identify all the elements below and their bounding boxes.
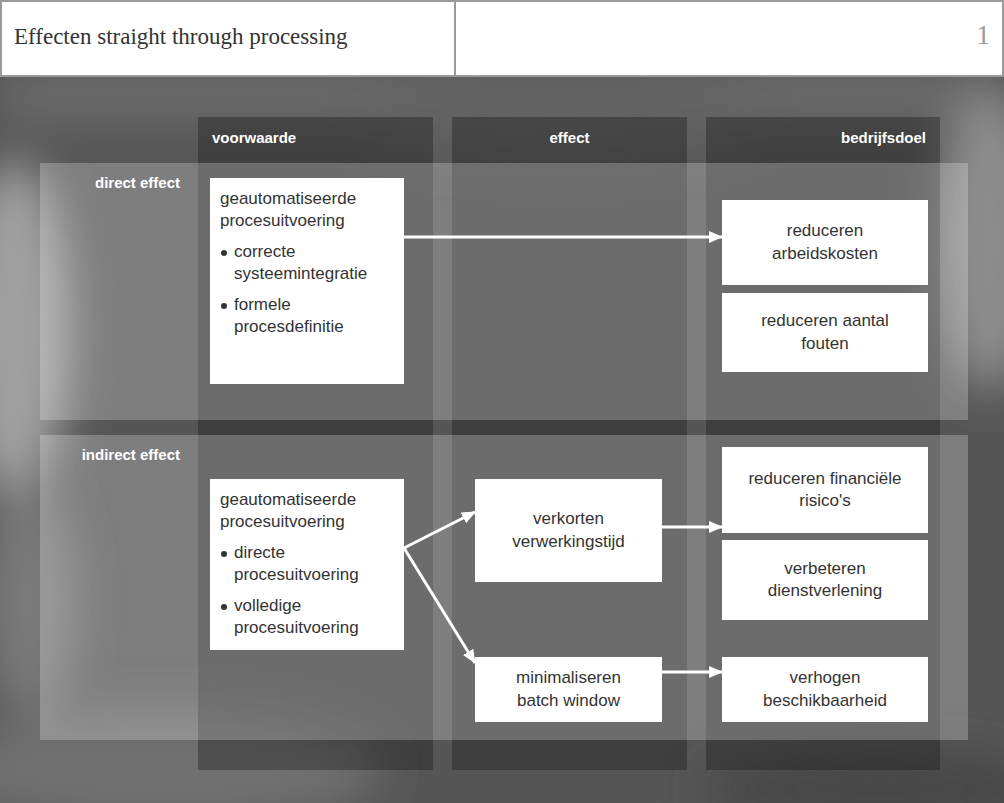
condition-box: geautomatiseerde procesuitvoering directe… (210, 479, 404, 650)
column-header: voorwaarde (212, 129, 419, 147)
box-text: directe procesuitvoering (234, 542, 394, 586)
row-band: indirect effect geautomatiseerde procesui… (40, 435, 968, 740)
box-text: geautomatiseerde procesuitvoering (220, 188, 394, 232)
title-bar (1, 1, 1003, 76)
goal-box: verbeteren dienstverlening (722, 540, 928, 620)
row-label: indirect effect (40, 446, 180, 464)
box-text: reduceren aantal fouten (740, 310, 910, 354)
box-text: correcte systeemintegratie (234, 241, 394, 285)
box-text: reduceren financiële risico's (740, 468, 910, 512)
box-text: reduceren arbeidskosten (740, 220, 910, 264)
column-header: bedrijfsdoel (720, 129, 926, 147)
bullet-dot (221, 551, 227, 557)
bullet-dot (221, 604, 227, 610)
effect-box: verkorten verwerkingstijd (475, 479, 662, 582)
effect-box: minimaliseren batch window (475, 657, 662, 722)
arrow-connector (662, 526, 722, 529)
arrow-connector (662, 671, 722, 674)
goal-box: reduceren aantal fouten (722, 293, 928, 372)
bullet-dot (221, 303, 227, 309)
condition-box: geautomatiseerde procesuitvoering correct… (210, 178, 404, 384)
goal-box: reduceren arbeidskosten (722, 200, 928, 285)
goal-box: verhogen beschikbaarheid (722, 657, 928, 722)
box-text: volledige procesuitvoering (234, 595, 394, 639)
page-number: 1 (950, 20, 990, 51)
arrow-connector (404, 512, 475, 548)
title-divider (454, 1, 456, 76)
column-header: effect (466, 129, 673, 147)
box-text: formele procesdefinitie (234, 294, 394, 338)
bullet-dot (221, 250, 227, 256)
diagram-title: Effecten straight through processing (14, 24, 348, 50)
arrow-connector (404, 236, 722, 239)
box-text: verhogen beschikbaarheid (740, 667, 910, 711)
photo-backdrop (0, 76, 1004, 803)
goal-box: reduceren financiële risico's (722, 447, 928, 533)
box-text: verbeteren dienstverlening (740, 558, 910, 602)
arrow-connector (404, 548, 475, 663)
box-text: minimaliseren batch window (509, 667, 629, 711)
row-band: direct effect geautomatiseerde procesuitv… (40, 163, 968, 420)
box-text: verkorten verwerkingstijd (489, 508, 649, 552)
box-text: geautomatiseerde procesuitvoering (220, 489, 394, 533)
row-label: direct effect (40, 174, 180, 192)
